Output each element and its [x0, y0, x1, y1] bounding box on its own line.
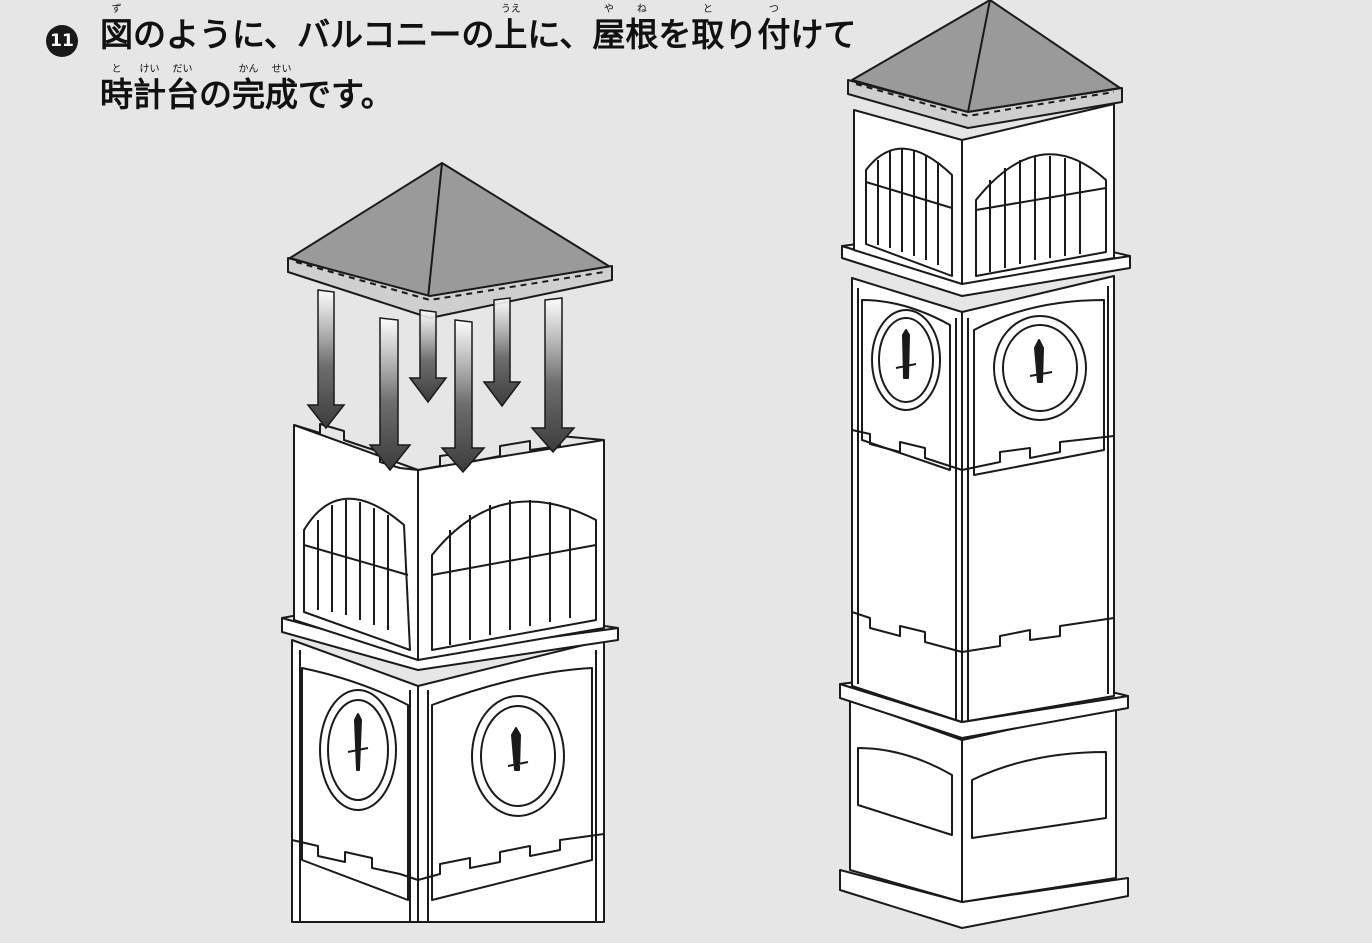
ruby-character: や屋: [592, 4, 625, 54]
furigana: うえ: [500, 4, 521, 15]
kanji-character: 図: [100, 15, 133, 54]
right-completed-tower: [839, 0, 1131, 929]
left-tower-assembly: [281, 423, 619, 923]
down-arrow-icon: [368, 317, 412, 472]
ruby-character: ね根: [625, 4, 658, 54]
left-clock-face-right: [471, 695, 565, 817]
right-clock-face-left: [871, 309, 941, 411]
left-clock-face-left: [319, 689, 397, 811]
step-number-badge: 11: [46, 25, 78, 57]
furigana: けい: [139, 64, 160, 75]
instruction-text: の: [199, 75, 232, 114]
down-arrow-icon: [306, 289, 346, 430]
kanji-character: 屋: [592, 15, 626, 54]
clock-hands-icon: [895, 329, 917, 379]
kanji-character: 根: [625, 15, 659, 54]
kanji-character: 計: [133, 75, 166, 114]
instruction-text: です。: [298, 75, 394, 114]
furigana: せい: [271, 64, 292, 75]
furigana: かん: [238, 64, 259, 75]
left-roof-piece: [287, 162, 613, 319]
right-balcony-arches: [853, 103, 1115, 285]
kanji-character: 台: [166, 75, 199, 114]
down-arrow-icon: [440, 319, 486, 474]
kanji-character: 時: [100, 75, 133, 114]
clock-hands-icon: [507, 727, 529, 771]
down-arrow-icon: [408, 309, 448, 404]
instruction-text: り: [724, 15, 758, 54]
left-balcony-arches: [293, 423, 605, 661]
ruby-character: つ付: [757, 4, 790, 54]
ruby-character: と時: [100, 64, 133, 114]
instruction-line-2: と時けい計だい台のかん完せい成です。: [100, 64, 394, 114]
step-instruction: 11 ず図のように、バルコニーのうえ上に、や屋ね根をと取りつ付けて と時けい計だ…: [46, 4, 856, 134]
ruby-character: と取: [691, 4, 724, 54]
instruction-text: のように、バルコニーの: [133, 15, 495, 54]
clock-hands-icon: [347, 713, 369, 771]
furigana: と: [111, 64, 122, 75]
furigana: と: [702, 4, 713, 15]
kanji-character: 付: [757, 15, 791, 54]
furigana: ず: [111, 4, 122, 15]
ruby-character: せい成: [265, 64, 298, 114]
ruby-character: だい台: [166, 64, 199, 114]
instruction-text: に、: [527, 15, 593, 54]
ruby-character: けい計: [133, 64, 166, 114]
kanji-character: 取: [691, 15, 725, 54]
down-arrow-icon: [482, 297, 522, 408]
ruby-character: ず図: [100, 4, 133, 54]
kanji-character: 上: [494, 15, 528, 54]
down-arrow-icon: [530, 297, 576, 454]
instruction-text: を: [658, 15, 692, 54]
assembly-arrows: [306, 289, 576, 474]
kanji-character: 完: [232, 75, 265, 114]
ruby-character: うえ上: [494, 4, 527, 54]
furigana: だい: [172, 64, 193, 75]
clock-hands-icon: [1029, 339, 1053, 383]
instruction-line-1: ず図のように、バルコニーのうえ上に、や屋ね根をと取りつ付けて: [100, 4, 856, 54]
right-clock-face-right: [993, 315, 1087, 421]
furigana: つ: [768, 4, 779, 15]
furigana: ね: [636, 4, 647, 15]
ruby-character: かん完: [232, 64, 265, 114]
instruction-text: けて: [790, 15, 857, 54]
kanji-character: 成: [265, 75, 298, 114]
furigana: や: [603, 4, 614, 15]
right-roof: [847, 0, 1123, 129]
